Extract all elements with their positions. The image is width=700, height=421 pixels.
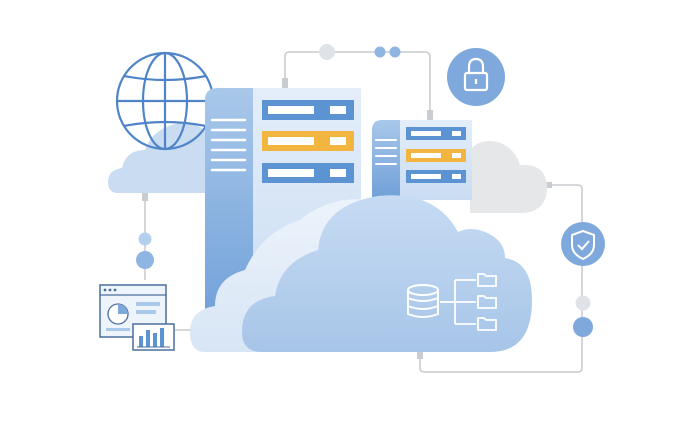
server-vent-lines xyxy=(210,118,247,172)
database-icon xyxy=(407,284,439,318)
folder-icon xyxy=(477,317,497,331)
connector-plug xyxy=(417,350,423,359)
connector-dot-blue xyxy=(374,46,386,58)
connector-dots xyxy=(136,44,593,359)
server-tower-small xyxy=(372,120,472,200)
connector-dot-light xyxy=(138,232,152,246)
connector-dot-blue xyxy=(573,317,593,337)
lock-icon xyxy=(447,48,505,106)
connector-dot-gray xyxy=(575,295,591,311)
connector-plug xyxy=(543,182,552,188)
connector-dot-blue xyxy=(389,46,401,58)
main-cloud xyxy=(242,195,532,352)
folder-tree xyxy=(440,273,497,331)
left-cloud xyxy=(108,123,208,193)
folder-icon xyxy=(477,273,497,287)
connector-plug xyxy=(282,78,288,88)
bar-chart-icon xyxy=(132,323,175,351)
connector-plug xyxy=(142,192,148,201)
globe-icon xyxy=(115,51,215,151)
connector-dot-gray xyxy=(319,44,335,60)
top-connector-line xyxy=(284,51,431,118)
folder-icon xyxy=(477,295,497,309)
shield-check-icon xyxy=(561,222,605,266)
connector-plug xyxy=(427,110,433,120)
right-connector-line xyxy=(419,184,583,373)
right-gray-cloud xyxy=(470,141,548,213)
connector-dot-blue xyxy=(136,251,154,269)
